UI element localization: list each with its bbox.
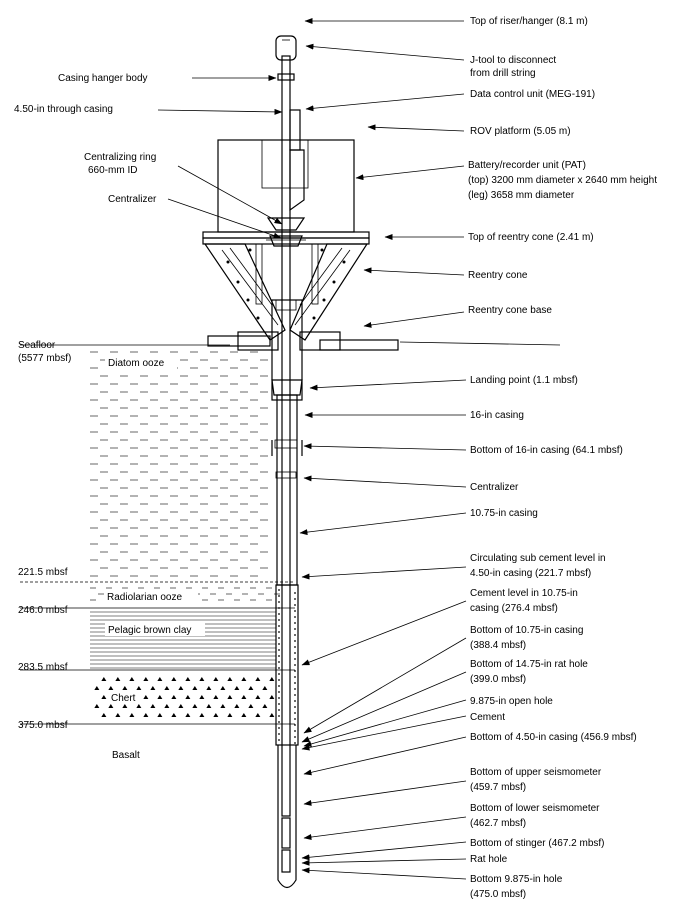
label-seafloor-depth: (5577 mbsf) <box>18 353 71 364</box>
label-1075-casing: 10.75-in casing <box>470 508 538 519</box>
label-circulating-2: 4.50-in casing (221.7 mbsf) <box>470 568 591 579</box>
label-bottom-rat: Bottom of 14.75-in rat hole <box>470 659 588 670</box>
pelagic-clay-pattern <box>90 611 276 669</box>
label-lower-seismometer: Bottom of lower seismometer <box>470 803 600 814</box>
chert-pattern <box>94 677 275 717</box>
label-bottom-rat-2: (399.0 mbsf) <box>470 674 526 685</box>
label-centralizing-ring-id: 660-mm ID <box>88 165 137 176</box>
label-cement-level-2: casing (276.4 mbsf) <box>470 603 558 614</box>
layer-chert: Chert <box>111 693 136 704</box>
label-battery-top: (top) 3200 mm diameter x 2640 mm height <box>468 175 657 186</box>
depth-labels: 221.5 mbsf 246.0 mbsf 283.5 mbsf 375.0 m… <box>18 567 68 731</box>
label-open-hole: 9.875-in open hole <box>470 696 553 707</box>
label-jtool: J-tool to disconnect <box>470 55 556 66</box>
label-centralizer-right: Centralizer <box>470 482 519 493</box>
layer-labels: Diatom ooze Radiolarian ooze Pelagic bro… <box>104 355 205 761</box>
layer-radiolarian-ooze: Radiolarian ooze <box>107 592 182 603</box>
depth-label: 246.0 mbsf <box>18 605 68 616</box>
depth-label: 375.0 mbsf <box>18 720 68 731</box>
label-bottom-1075-2: (388.4 mbsf) <box>470 640 526 651</box>
label-battery: Battery/recorder unit (PAT) <box>468 160 586 171</box>
layer-basalt: Basalt <box>112 750 140 761</box>
label-cement-level: Cement level in 10.75-in <box>470 588 578 599</box>
label-16-casing: 16-in casing <box>470 410 524 421</box>
right-labels: Top of riser/hanger (8.1 m) J-tool to di… <box>468 16 657 900</box>
label-bottom-hole: Bottom 9.875-in hole <box>470 874 563 885</box>
label-through-casing: 4.50-in through casing <box>14 104 113 115</box>
label-upper-seismometer: Bottom of upper seismometer <box>470 767 602 778</box>
label-centralizing-ring: Centralizing ring <box>84 152 156 163</box>
label-battery-leg: (leg) 3658 mm diameter <box>468 190 575 201</box>
label-circulating: Circulating sub cement level in <box>470 553 606 564</box>
depth-label: 283.5 mbsf <box>18 662 68 673</box>
label-lower-seismometer-2: (462.7 mbsf) <box>470 818 526 829</box>
label-seafloor: Seafloor <box>18 340 56 351</box>
label-reentry-base: Reentry cone base <box>468 305 552 316</box>
label-bottom-hole-2: (475.0 mbsf) <box>470 889 526 900</box>
label-rat-hole: Rat hole <box>470 854 508 865</box>
label-cement: Cement <box>470 712 505 723</box>
label-landing-point: Landing point (1.1 mbsf) <box>470 375 578 386</box>
label-top-riser: Top of riser/hanger (8.1 m) <box>470 16 588 27</box>
label-bottom-16: Bottom of 16-in casing (64.1 mbsf) <box>470 445 623 456</box>
left-labels: Casing hanger body 4.50-in through casin… <box>14 73 157 364</box>
depth-label: 221.5 mbsf <box>18 567 68 578</box>
label-data-control: Data control unit (MEG-191) <box>470 89 595 100</box>
right-leaders <box>299 18 467 880</box>
label-bottom-1075: Bottom of 10.75-in casing <box>470 625 583 636</box>
diatom-ooze-pattern <box>90 351 268 577</box>
label-reentry-cone: Reentry cone <box>468 270 528 281</box>
left-leaders <box>157 75 283 239</box>
layer-diatom-ooze: Diatom ooze <box>108 358 165 369</box>
label-upper-seismometer-2: (459.7 mbsf) <box>470 782 526 793</box>
cone-rivets <box>226 248 346 320</box>
label-top-reentry: Top of reentry cone (2.41 m) <box>468 232 594 243</box>
label-jtool-2: from drill string <box>470 68 536 79</box>
casing-string <box>266 35 306 889</box>
cement-fill <box>278 589 296 744</box>
label-casing-hanger-body: Casing hanger body <box>58 73 148 84</box>
label-centralizer-left: Centralizer <box>108 194 157 205</box>
label-stinger: Bottom of stinger (467.2 mbsf) <box>470 838 605 849</box>
layer-pelagic-brown-clay: Pelagic brown clay <box>108 625 191 636</box>
label-rov-platform: ROV platform (5.05 m) <box>470 126 571 137</box>
reentry-cone-assembly <box>202 139 399 351</box>
label-bottom-450: Bottom of 4.50-in casing (456.9 mbsf) <box>470 732 637 743</box>
